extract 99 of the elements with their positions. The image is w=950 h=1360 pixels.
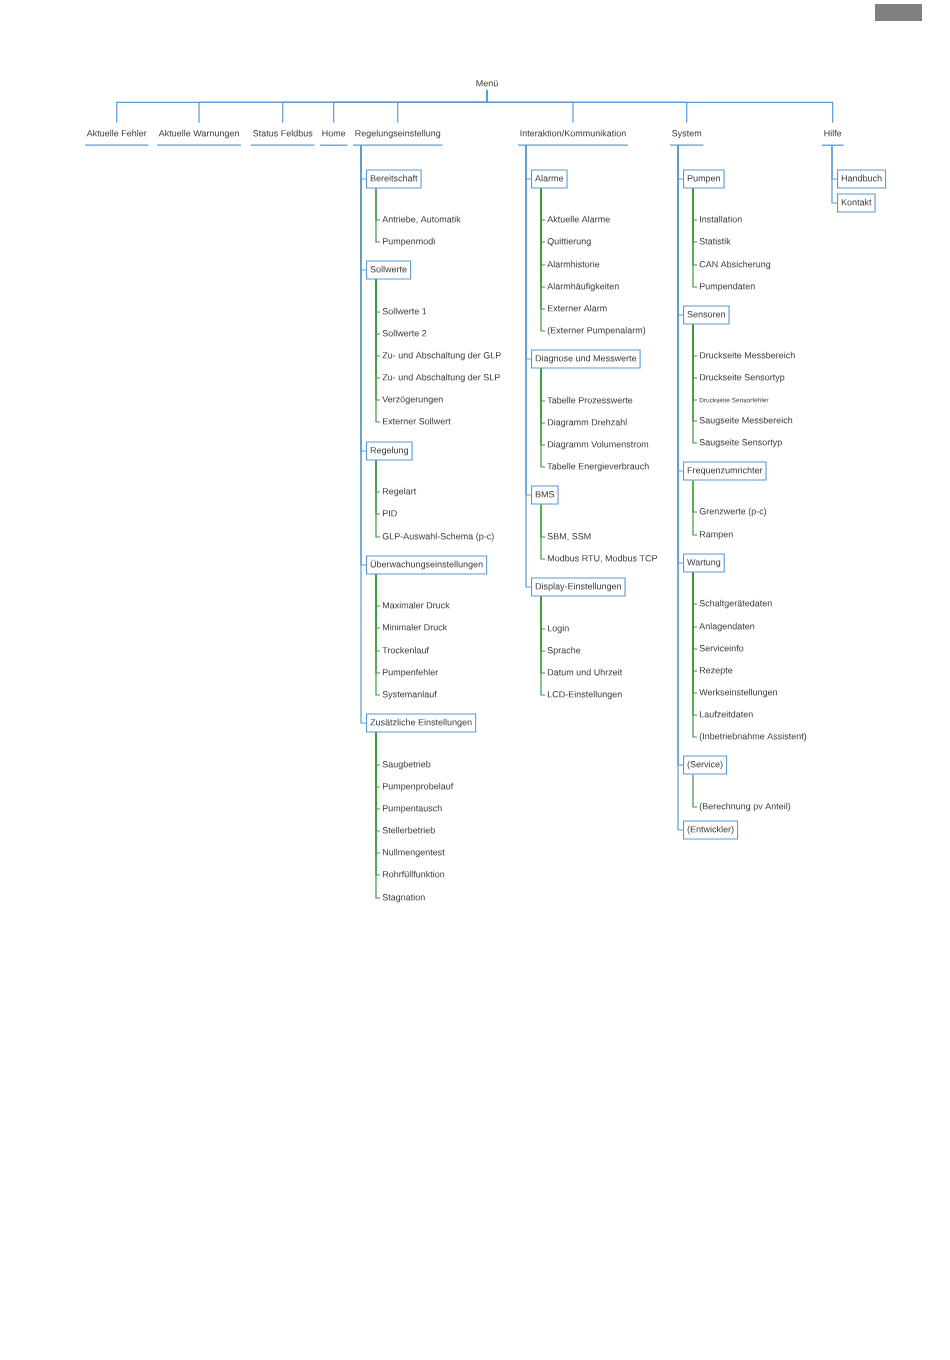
menu-item: Systemanlauf bbox=[382, 690, 437, 700]
menu-item: Rezepte bbox=[699, 667, 733, 676]
menu-heading: Regelungseinstellung bbox=[352, 129, 444, 146]
menu-item: Diagramm Volumenstrom bbox=[547, 440, 649, 450]
submenu-box: Pumpen bbox=[683, 169, 725, 189]
submenu-box: (Entwickler) bbox=[683, 820, 739, 840]
menu-item: Aktuelle Alarme bbox=[547, 215, 610, 223]
menu-item: Serviceinfo bbox=[699, 644, 744, 652]
menu-heading: Aktuelle Warnungen bbox=[156, 129, 242, 146]
menu-item: Externer Sollwert bbox=[382, 417, 451, 425]
menu-item: Statistik bbox=[699, 237, 731, 245]
submenu-box: Frequenzumrichter bbox=[683, 461, 767, 481]
menu-item: (Externer Pumpenalarm) bbox=[547, 326, 646, 336]
menu-heading: Status Feldbus bbox=[250, 129, 316, 146]
menu-item: Druckseite Messbereich bbox=[699, 351, 795, 359]
menu-item: PID bbox=[382, 510, 397, 517]
submenu-box: Alarme bbox=[531, 169, 568, 189]
connector-line bbox=[375, 278, 381, 423]
menu-item: Grenzwerte (p-c) bbox=[699, 507, 767, 517]
menu-item: Sollwerte 2 bbox=[382, 329, 427, 337]
connector-line bbox=[525, 144, 532, 588]
submenu-box: Wartung bbox=[683, 553, 725, 573]
menu-item: LCD-Einstellungen bbox=[547, 690, 622, 700]
menu-item: Regelart bbox=[382, 487, 417, 497]
menu-heading: Hilfe bbox=[821, 129, 845, 146]
menu-item: Saugseite Sensortyp bbox=[699, 438, 782, 448]
menu-item: Alarmhistorie bbox=[547, 260, 600, 268]
connector-line bbox=[360, 144, 367, 724]
submenu-box: Diagnose und Messwerte bbox=[531, 349, 641, 369]
menu-item: Minimaler Druck bbox=[382, 623, 448, 631]
root-label: Menü bbox=[476, 80, 498, 87]
menu-item: Tabelle Prozesswerte bbox=[547, 396, 633, 404]
connector-line bbox=[692, 773, 698, 808]
menu-item: Pumpenfehler bbox=[382, 668, 439, 678]
submenu-box: Handbuch bbox=[837, 169, 887, 189]
menu-item: Druckseite Sensortyp bbox=[699, 373, 785, 383]
menu-item: Sollwerte 1 bbox=[382, 307, 427, 315]
menu-item: Datum und Uhrzeit bbox=[547, 668, 623, 676]
menu-item: (Berechnung pv Anteil) bbox=[699, 802, 791, 812]
menu-item: Zu- und Abschaltung der SLP bbox=[382, 373, 500, 383]
menu-item: Pumpenmodi bbox=[382, 237, 435, 247]
menu-item: Sprache bbox=[547, 646, 581, 656]
menu-item: Rampen bbox=[699, 531, 733, 540]
menu-item: Anlagendaten bbox=[699, 622, 755, 632]
menu-item: Zu- und Abschaltung der GLP bbox=[382, 351, 501, 361]
submenu-box: Sensoren bbox=[683, 305, 730, 325]
connector-line bbox=[540, 367, 546, 468]
menu-item: Externer Alarm bbox=[547, 304, 607, 312]
menu-item: (Inbetriebnahme Assistent) bbox=[699, 732, 807, 742]
menu-item: Quittierung bbox=[547, 237, 591, 247]
menu-item: Saugseite Messbereich bbox=[699, 416, 793, 426]
menu-item: Trockenlauf bbox=[382, 646, 429, 654]
menu-item: GLP-Auswahl-Schema (p-c) bbox=[382, 532, 494, 542]
menu-item: Stagnation bbox=[382, 893, 425, 903]
menu-item: Pumpendaten bbox=[699, 282, 755, 292]
connector-line bbox=[540, 187, 546, 332]
submenu-box: Regelung bbox=[366, 441, 413, 461]
connector-line bbox=[692, 479, 698, 536]
menu-heading: Aktuelle Fehler bbox=[84, 129, 150, 146]
menu-item: Nullmengentest bbox=[382, 848, 445, 858]
menu-item: Tabelle Energieverbrauch bbox=[547, 462, 649, 472]
menu-item: Modbus RTU, Modbus TCP bbox=[547, 554, 658, 563]
menu-item: Stellerbetrieb bbox=[382, 826, 435, 834]
menu-heading: System bbox=[669, 130, 705, 146]
submenu-box: Überwachungseinstellungen bbox=[366, 555, 488, 575]
menu-item: Alarmhäufigkeiten bbox=[547, 282, 619, 292]
menu-item: Saugbetrieb bbox=[382, 760, 431, 770]
menu-item: Werkseinstellungen bbox=[699, 688, 777, 698]
menu-heading: Interaktion/Kommunikation bbox=[517, 129, 629, 146]
menu-heading: Home bbox=[319, 130, 349, 146]
menu-item: Pumpenprobelauf bbox=[382, 782, 454, 792]
menu-item: SBM, SSM bbox=[547, 533, 591, 541]
menu-item: Antriebe, Automatik bbox=[382, 215, 461, 224]
connector-line bbox=[375, 573, 381, 696]
menu-item: Login bbox=[547, 624, 569, 634]
menu-item: Schaltgerätedaten bbox=[699, 599, 772, 609]
menu-item: Laufzeitdaten bbox=[699, 710, 753, 718]
menu-item: Verzögerungen bbox=[382, 396, 443, 405]
menu-item: Rohrfüllfunktion bbox=[382, 870, 445, 878]
submenu-box: BMS bbox=[531, 485, 559, 505]
connector-line bbox=[692, 323, 698, 444]
connector-line bbox=[540, 503, 546, 560]
connector-line bbox=[375, 187, 381, 243]
menu-item: Pumpentausch bbox=[382, 804, 442, 814]
submenu-box: Bereitschaft bbox=[366, 169, 422, 189]
menu-item: Installation bbox=[700, 215, 742, 223]
submenu-box: Display-Einstellungen bbox=[531, 577, 626, 597]
menu-item: Diagramm Drehzahl bbox=[547, 418, 627, 428]
submenu-box: (Service) bbox=[683, 755, 728, 775]
connector-line bbox=[540, 595, 546, 696]
connector-line bbox=[486, 89, 834, 124]
submenu-box: Zusätzliche Einstellungen bbox=[366, 713, 477, 733]
connector-line bbox=[375, 459, 381, 538]
menu-item: Maximaler Druck bbox=[382, 601, 450, 609]
connector-line bbox=[831, 144, 838, 204]
menu-item: CAN Absicherung bbox=[699, 260, 771, 270]
submenu-box: Sollwerte bbox=[366, 260, 412, 280]
submenu-box: Kontakt bbox=[837, 193, 876, 213]
connector-line bbox=[692, 187, 698, 288]
